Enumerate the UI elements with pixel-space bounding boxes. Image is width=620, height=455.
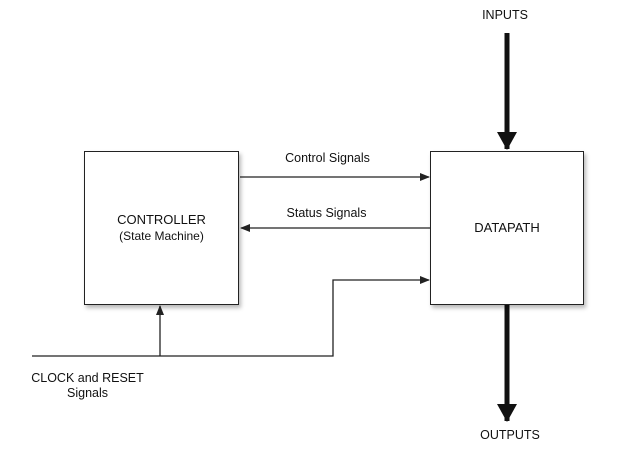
- clock-reset-label: CLOCK and RESET Signals: [10, 371, 165, 401]
- clock-reset-line-to-datapath: [32, 276, 430, 357]
- controller-box: CONTROLLER (State Machine): [84, 151, 239, 305]
- status-signals-label: Status Signals: [286, 206, 367, 220]
- clock-reset-label-line2: Signals: [67, 386, 108, 400]
- outputs-label: OUTPUTS: [480, 428, 540, 442]
- clock-reset-label-line1: CLOCK and RESET: [31, 371, 144, 385]
- control-signals-label: Control Signals: [285, 151, 370, 165]
- datapath-title: DATAPATH: [474, 220, 540, 235]
- datapath-box: DATAPATH: [430, 151, 584, 305]
- inputs-label: INPUTS: [482, 8, 528, 22]
- controller-title: CONTROLLER: [117, 212, 206, 227]
- controller-subtitle: (State Machine): [119, 229, 204, 243]
